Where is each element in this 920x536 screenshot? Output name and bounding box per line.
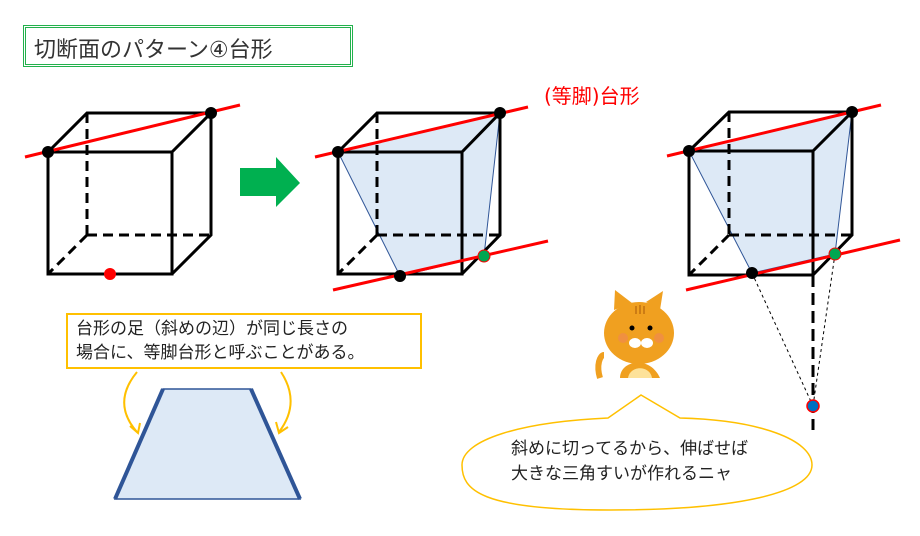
cut-line — [314, 105, 529, 159]
curved-arrow-left — [123, 371, 141, 435]
cut-line — [332, 239, 549, 292]
speech-bubble — [461, 394, 813, 511]
point-black — [205, 107, 217, 119]
trapezoid-leg — [113, 388, 165, 500]
apex-point-blue — [806, 399, 820, 413]
cube-3 — [687, 110, 856, 430]
point-red — [104, 268, 116, 280]
cut-line — [24, 103, 241, 159]
cut-line — [685, 238, 901, 292]
isosceles-trapezoid — [113, 388, 302, 500]
result-label: (等脚)台形 — [544, 84, 640, 108]
speech-line-1: 斜めに切ってるから、伸ばせば — [511, 439, 749, 459]
point-green — [477, 249, 491, 263]
note-callout: 台形の足（斜めの辺）が同じ長さの 場合に、等脚台形と呼ぶことがある。 — [66, 313, 422, 369]
point-black — [494, 107, 506, 119]
point-green — [828, 247, 842, 261]
point-black — [394, 270, 406, 282]
note-line-1: 台形の足（斜めの辺）が同じ長さの — [76, 319, 348, 339]
point-black — [746, 267, 758, 279]
point-black — [332, 146, 344, 158]
point-black — [683, 145, 695, 157]
cat-illustration — [595, 290, 674, 379]
extension-line — [751, 272, 814, 407]
title-box: 切断面のパターン④台形 — [23, 25, 353, 67]
note-line-2: 場合に、等脚台形と呼ぶことがある。 — [76, 343, 365, 363]
page-title: 切断面のパターン④台形 — [34, 38, 273, 63]
curved-arrow-right — [275, 371, 292, 435]
extension-line — [812, 253, 836, 407]
right-arrow-icon — [240, 157, 300, 207]
cube-1 — [46, 111, 215, 276]
cut-line — [666, 103, 882, 158]
trapezoid-leg — [249, 388, 302, 500]
point-black — [42, 146, 54, 158]
speech-line-2: 大きな三角すいが作れるニャ — [511, 464, 732, 484]
cube-2 — [336, 111, 504, 276]
point-black — [846, 106, 858, 118]
